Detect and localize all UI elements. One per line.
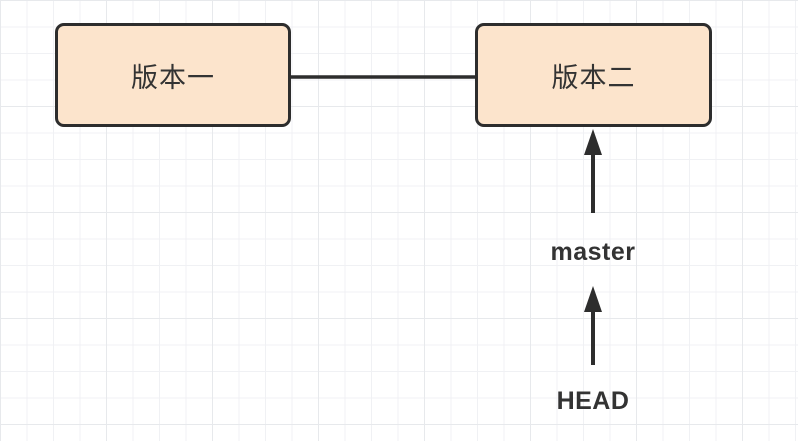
master-arrow: [584, 129, 602, 213]
commit-node-version-1: 版本一: [55, 23, 291, 127]
head-arrow: [584, 286, 602, 365]
arrow-up-icon: [584, 129, 602, 155]
commit-node-version-2: 版本二: [475, 23, 712, 127]
commit-node-label: 版本二: [551, 62, 636, 93]
head-pointer-label: HEAD: [556, 387, 630, 415]
commit-node-label: 版本一: [131, 62, 215, 93]
master-branch-label: master: [550, 238, 636, 266]
arrow-up-icon: [584, 286, 602, 312]
